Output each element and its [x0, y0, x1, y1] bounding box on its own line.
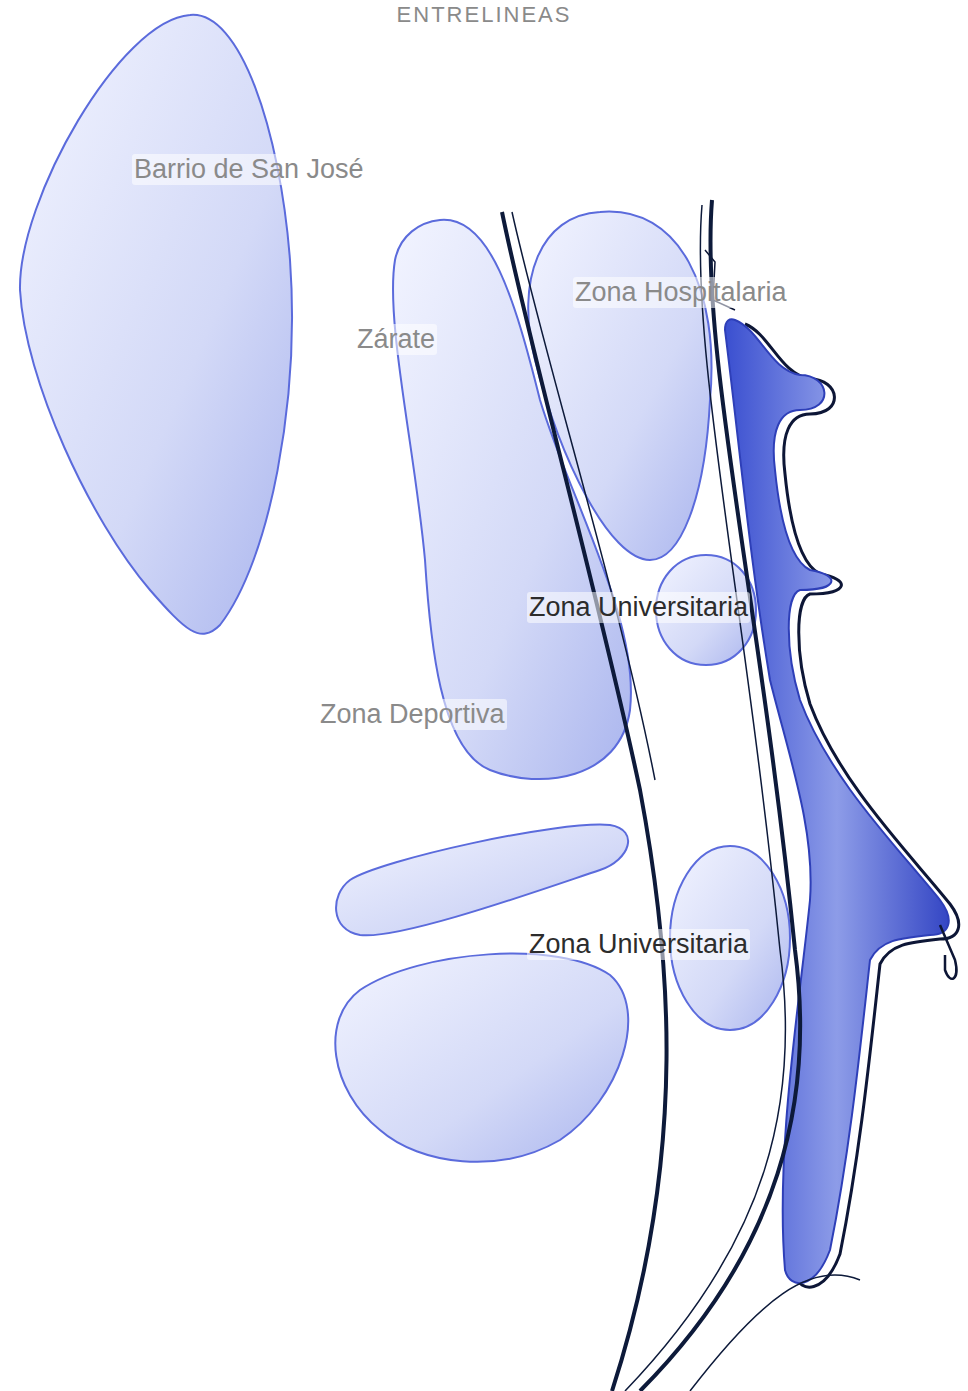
zone-label: Barrio de San José [132, 154, 366, 185]
zone-blob: Zona Universitaria [523, 555, 756, 665]
zone-label: Zárate [355, 324, 437, 355]
road-line [640, 200, 800, 1391]
zone-blob [336, 825, 628, 936]
road-line [512, 212, 655, 780]
zone-label: Zona Universitaria [527, 592, 750, 623]
zone-label: Zona Deportiva [318, 699, 507, 730]
zone-blob [335, 954, 628, 1162]
road-line [502, 212, 667, 1391]
river-shape [725, 319, 949, 1283]
coast-line [940, 925, 956, 979]
zone-blob: Barrio de San José [20, 15, 370, 634]
zone-blob: Zona Hospitalaria [528, 212, 792, 560]
zone-blob: Zona Universitaria [523, 846, 790, 1030]
map-title: ENTRELINEAS [0, 2, 968, 28]
zone-shape [20, 15, 292, 634]
road-line [690, 1275, 860, 1391]
road-line [625, 205, 786, 1391]
zone-label: Zona Hospitalaria [573, 277, 789, 308]
zone-label: Zona Universitaria [527, 929, 750, 960]
